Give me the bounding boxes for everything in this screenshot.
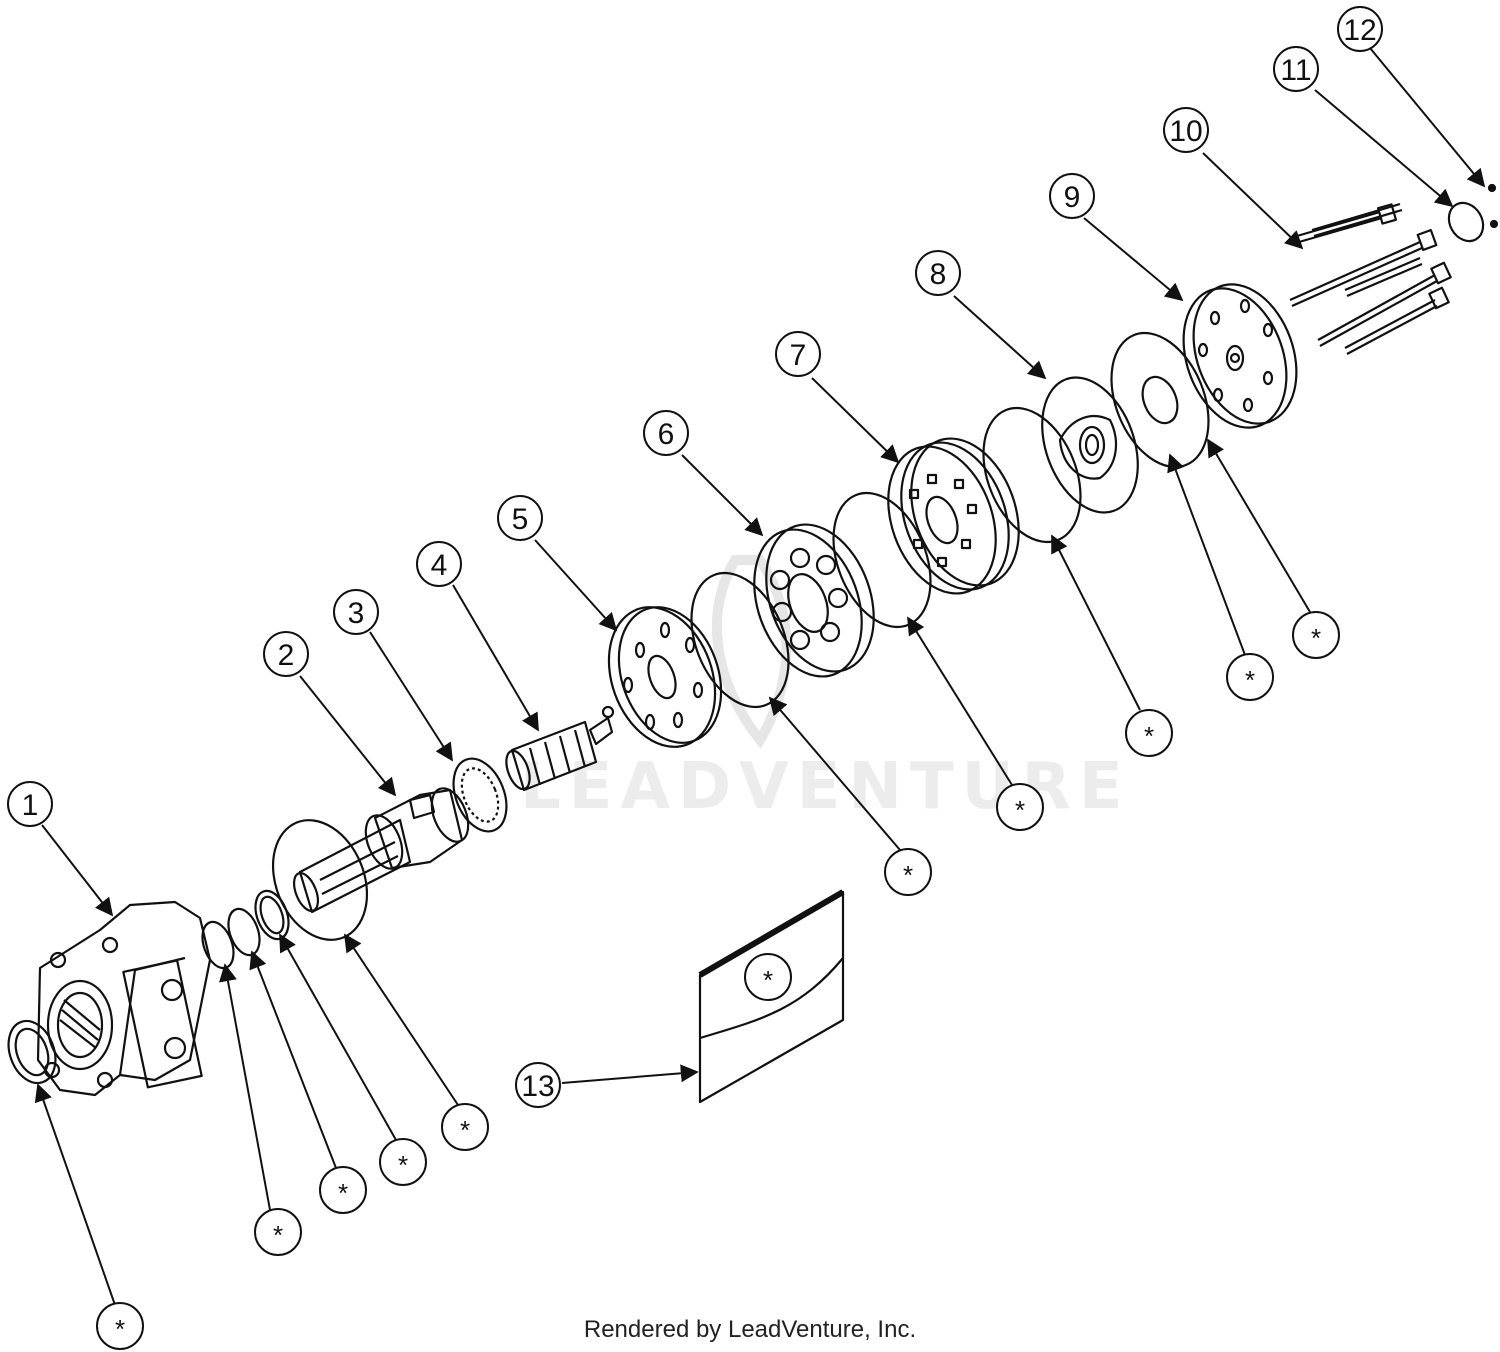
gerotor-set[interactable] xyxy=(735,509,893,691)
callout-label: 1 xyxy=(22,789,39,822)
kit-marker[interactable]: * xyxy=(1292,611,1340,659)
kit-marker[interactable]: * xyxy=(319,1166,367,1214)
wear-plate[interactable] xyxy=(590,592,739,762)
manifold-plate[interactable] xyxy=(1025,364,1156,526)
callout-2[interactable]: 2 xyxy=(263,631,309,677)
kit-marker-label: * xyxy=(1015,795,1025,825)
front-seal-ring[interactable] xyxy=(0,1014,63,1089)
callout-label: 6 xyxy=(658,418,675,451)
kit-marker-label: * xyxy=(1311,623,1321,653)
kit-marker[interactable]: * xyxy=(96,1302,144,1350)
kit-marker-label: * xyxy=(273,1220,283,1250)
callout-9[interactable]: 9 xyxy=(1049,173,1095,219)
seal-ring-a[interactable] xyxy=(197,918,240,973)
seal-kit-bag[interactable] xyxy=(698,889,845,1104)
callout-label: 3 xyxy=(348,597,365,630)
callout-8[interactable]: 8 xyxy=(915,250,961,296)
callout-4[interactable]: 4 xyxy=(416,541,462,587)
kit-marker-label: * xyxy=(1245,665,1255,695)
kit-marker-label: * xyxy=(903,860,913,890)
kit-marker[interactable]: * xyxy=(884,848,932,896)
callout-label: 12 xyxy=(1343,14,1376,47)
callout-12[interactable]: 12 xyxy=(1337,6,1383,52)
kit-marker[interactable]: * xyxy=(441,1103,489,1151)
callout-5[interactable]: 5 xyxy=(497,495,543,541)
callout-11[interactable]: 11 xyxy=(1273,46,1319,92)
seal-ring-c[interactable] xyxy=(249,886,294,943)
callout-3[interactable]: 3 xyxy=(333,589,379,635)
kit-marker[interactable]: * xyxy=(379,1138,427,1186)
callout-label: 9 xyxy=(1064,181,1081,214)
kit-marker[interactable]: * xyxy=(996,783,1044,831)
kit-marker-label: * xyxy=(460,1115,470,1145)
kit-marker[interactable]: * xyxy=(1226,653,1274,701)
callout-label: 8 xyxy=(930,258,947,291)
kit-marker[interactable]: * xyxy=(1125,709,1173,757)
watermark-logo xyxy=(712,555,792,749)
callout-10[interactable]: 10 xyxy=(1163,107,1209,153)
seal-ring-b[interactable] xyxy=(223,905,266,960)
callout-label: 11 xyxy=(1280,54,1311,87)
thrust-bearing[interactable] xyxy=(444,751,517,839)
drive-spline[interactable] xyxy=(502,705,615,792)
output-shaft[interactable] xyxy=(289,783,475,914)
callout-1[interactable]: 1 xyxy=(7,781,53,827)
motor-housing[interactable] xyxy=(36,900,212,1097)
kit-marker-label: * xyxy=(1144,721,1154,751)
kit-marker[interactable]: * xyxy=(744,953,792,1001)
kit-marker[interactable]: * xyxy=(254,1208,302,1256)
kit-marker-label: * xyxy=(338,1178,348,1208)
callout-7[interactable]: 7 xyxy=(775,331,821,377)
callout-6[interactable]: 6 xyxy=(643,410,689,456)
kit-marker-label: * xyxy=(398,1150,408,1180)
drive-screws[interactable] xyxy=(1487,183,1499,229)
end-plug[interactable] xyxy=(1442,197,1490,248)
leader-lines xyxy=(34,47,1486,1306)
callout-label: 7 xyxy=(790,339,807,372)
callout-label: 13 xyxy=(521,1070,554,1103)
valve-plate[interactable] xyxy=(869,423,1038,608)
callout-label: 2 xyxy=(278,639,295,672)
kit-marker-label: * xyxy=(763,965,773,995)
end-cap[interactable] xyxy=(1165,270,1314,442)
callout-label: 5 xyxy=(512,503,529,536)
callout-label: 4 xyxy=(431,549,448,582)
cap-screws[interactable] xyxy=(1289,202,1452,355)
gerotor-o-ring-front[interactable] xyxy=(673,559,807,722)
render-credit: Rendered by LeadVenture, Inc. xyxy=(583,1316,917,1343)
callout-13[interactable]: 13 xyxy=(515,1062,561,1108)
shaft-o-ring[interactable] xyxy=(256,806,384,954)
callout-label: 10 xyxy=(1169,115,1202,148)
end-cap-seal[interactable] xyxy=(1093,319,1227,482)
kit-marker-label: * xyxy=(115,1314,125,1344)
